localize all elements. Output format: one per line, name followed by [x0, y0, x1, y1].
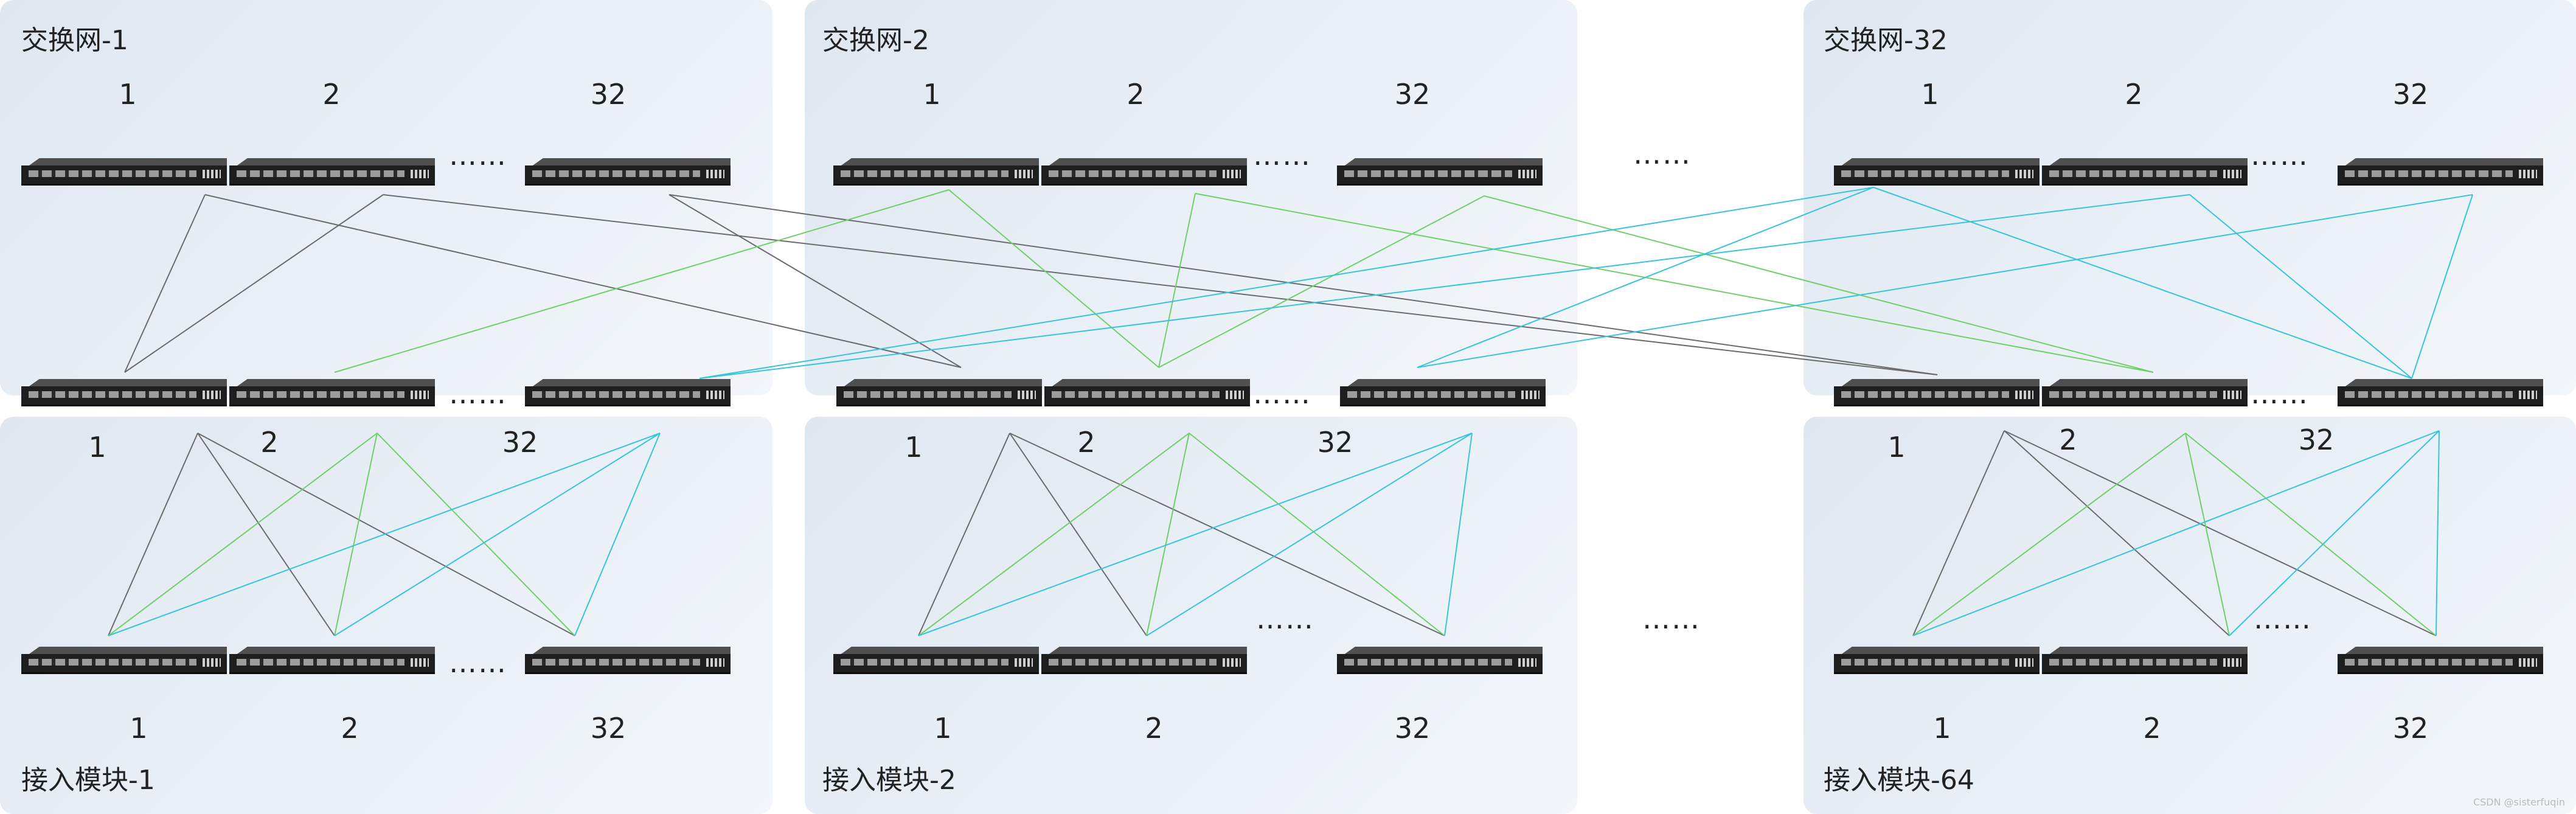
access-module-title: 接入模块-1 [21, 765, 155, 796]
network-switch [2042, 158, 2248, 186]
switch-ellipsis: …… [449, 139, 507, 172]
switch-ellipsis: …… [2254, 602, 2312, 635]
access-module-title: 接入模块-2 [822, 765, 956, 796]
switch-ellipsis: …… [1253, 139, 1311, 172]
module-ellipsis: …… [1642, 602, 1701, 635]
network-switch [1337, 647, 1543, 674]
network-switch [229, 158, 435, 186]
module-switch-number: 32 [1317, 426, 1353, 459]
network-switch [1041, 158, 1247, 186]
module-switch-number: 2 [1077, 426, 1095, 459]
access-switch-number: 1 [934, 712, 952, 745]
switch-number: 1 [119, 78, 137, 111]
switch-ellipsis: …… [2251, 377, 2309, 410]
access-module-panel-2 [805, 417, 1577, 814]
switch-fabric-panel-2 [805, 0, 1577, 395]
network-switch [833, 647, 1039, 674]
switch-number: 2 [322, 78, 341, 111]
module-switch-number: 32 [502, 426, 538, 459]
access-switch-number: 1 [130, 712, 148, 745]
network-switch [525, 647, 731, 674]
network-switch [2042, 647, 2248, 674]
network-switch [1834, 647, 2040, 674]
network-switch [836, 379, 1042, 406]
access-module-panel-64 [1804, 417, 2576, 814]
network-switch [525, 379, 731, 406]
network-switch [525, 158, 731, 186]
access-module-title: 接入模块-64 [1824, 765, 1974, 796]
network-switch [1044, 379, 1250, 406]
switch-ellipsis: …… [449, 646, 507, 679]
switch-ellipsis: …… [449, 377, 507, 410]
switch-number: 32 [1394, 78, 1431, 111]
network-switch [1041, 647, 1247, 674]
switch-number: 2 [1127, 78, 1145, 111]
switch-number: 32 [590, 78, 627, 111]
network-switch [2338, 379, 2543, 406]
access-switch-number: 32 [590, 712, 627, 745]
module-switch-number: 32 [2298, 423, 2335, 456]
access-switch-number: 32 [2392, 712, 2429, 745]
watermark: CSDN @sisterfuqin [2473, 796, 2565, 808]
network-switch [21, 379, 227, 406]
switch-ellipsis: …… [1256, 602, 1314, 635]
network-switch [229, 647, 435, 674]
switch-fabric-title: 交换网-2 [822, 25, 929, 56]
module-switch-number: 1 [88, 431, 106, 464]
switch-fabric-panel-32 [1804, 0, 2576, 395]
switch-fabric-title: 交换网-32 [1824, 25, 1948, 56]
network-switch [2338, 647, 2543, 674]
network-switch [21, 647, 227, 674]
switch-number: 1 [923, 78, 941, 111]
switch-number: 1 [1921, 78, 1939, 111]
module-switch-number: 1 [904, 431, 923, 464]
access-switch-number: 2 [2143, 712, 2161, 745]
switch-number: 32 [2392, 78, 2429, 111]
switch-ellipsis: …… [1253, 377, 1311, 410]
module-switch-number: 2 [2059, 423, 2077, 456]
switch-fabric-title: 交换网-1 [21, 25, 128, 56]
network-switch [21, 158, 227, 186]
switch-ellipsis: …… [2251, 139, 2309, 172]
network-switch [1834, 379, 2040, 406]
module-switch-number: 1 [1887, 431, 1906, 464]
access-switch-number: 2 [341, 712, 359, 745]
network-switch [2042, 379, 2248, 406]
access-switch-number: 32 [1394, 712, 1431, 745]
network-switch [1834, 158, 2040, 186]
access-switch-number: 1 [1933, 712, 1951, 745]
network-switch [1340, 379, 1546, 406]
access-module-panel-1 [0, 417, 772, 814]
network-switch [833, 158, 1039, 186]
access-switch-number: 2 [1145, 712, 1163, 745]
switch-fabric-panel-1 [0, 0, 772, 395]
network-switch [229, 379, 435, 406]
module-switch-number: 2 [260, 426, 279, 459]
switch-number: 2 [2125, 78, 2143, 111]
network-switch [1337, 158, 1543, 186]
network-switch [2338, 158, 2543, 186]
fabric-ellipsis: …… [1633, 137, 1692, 170]
